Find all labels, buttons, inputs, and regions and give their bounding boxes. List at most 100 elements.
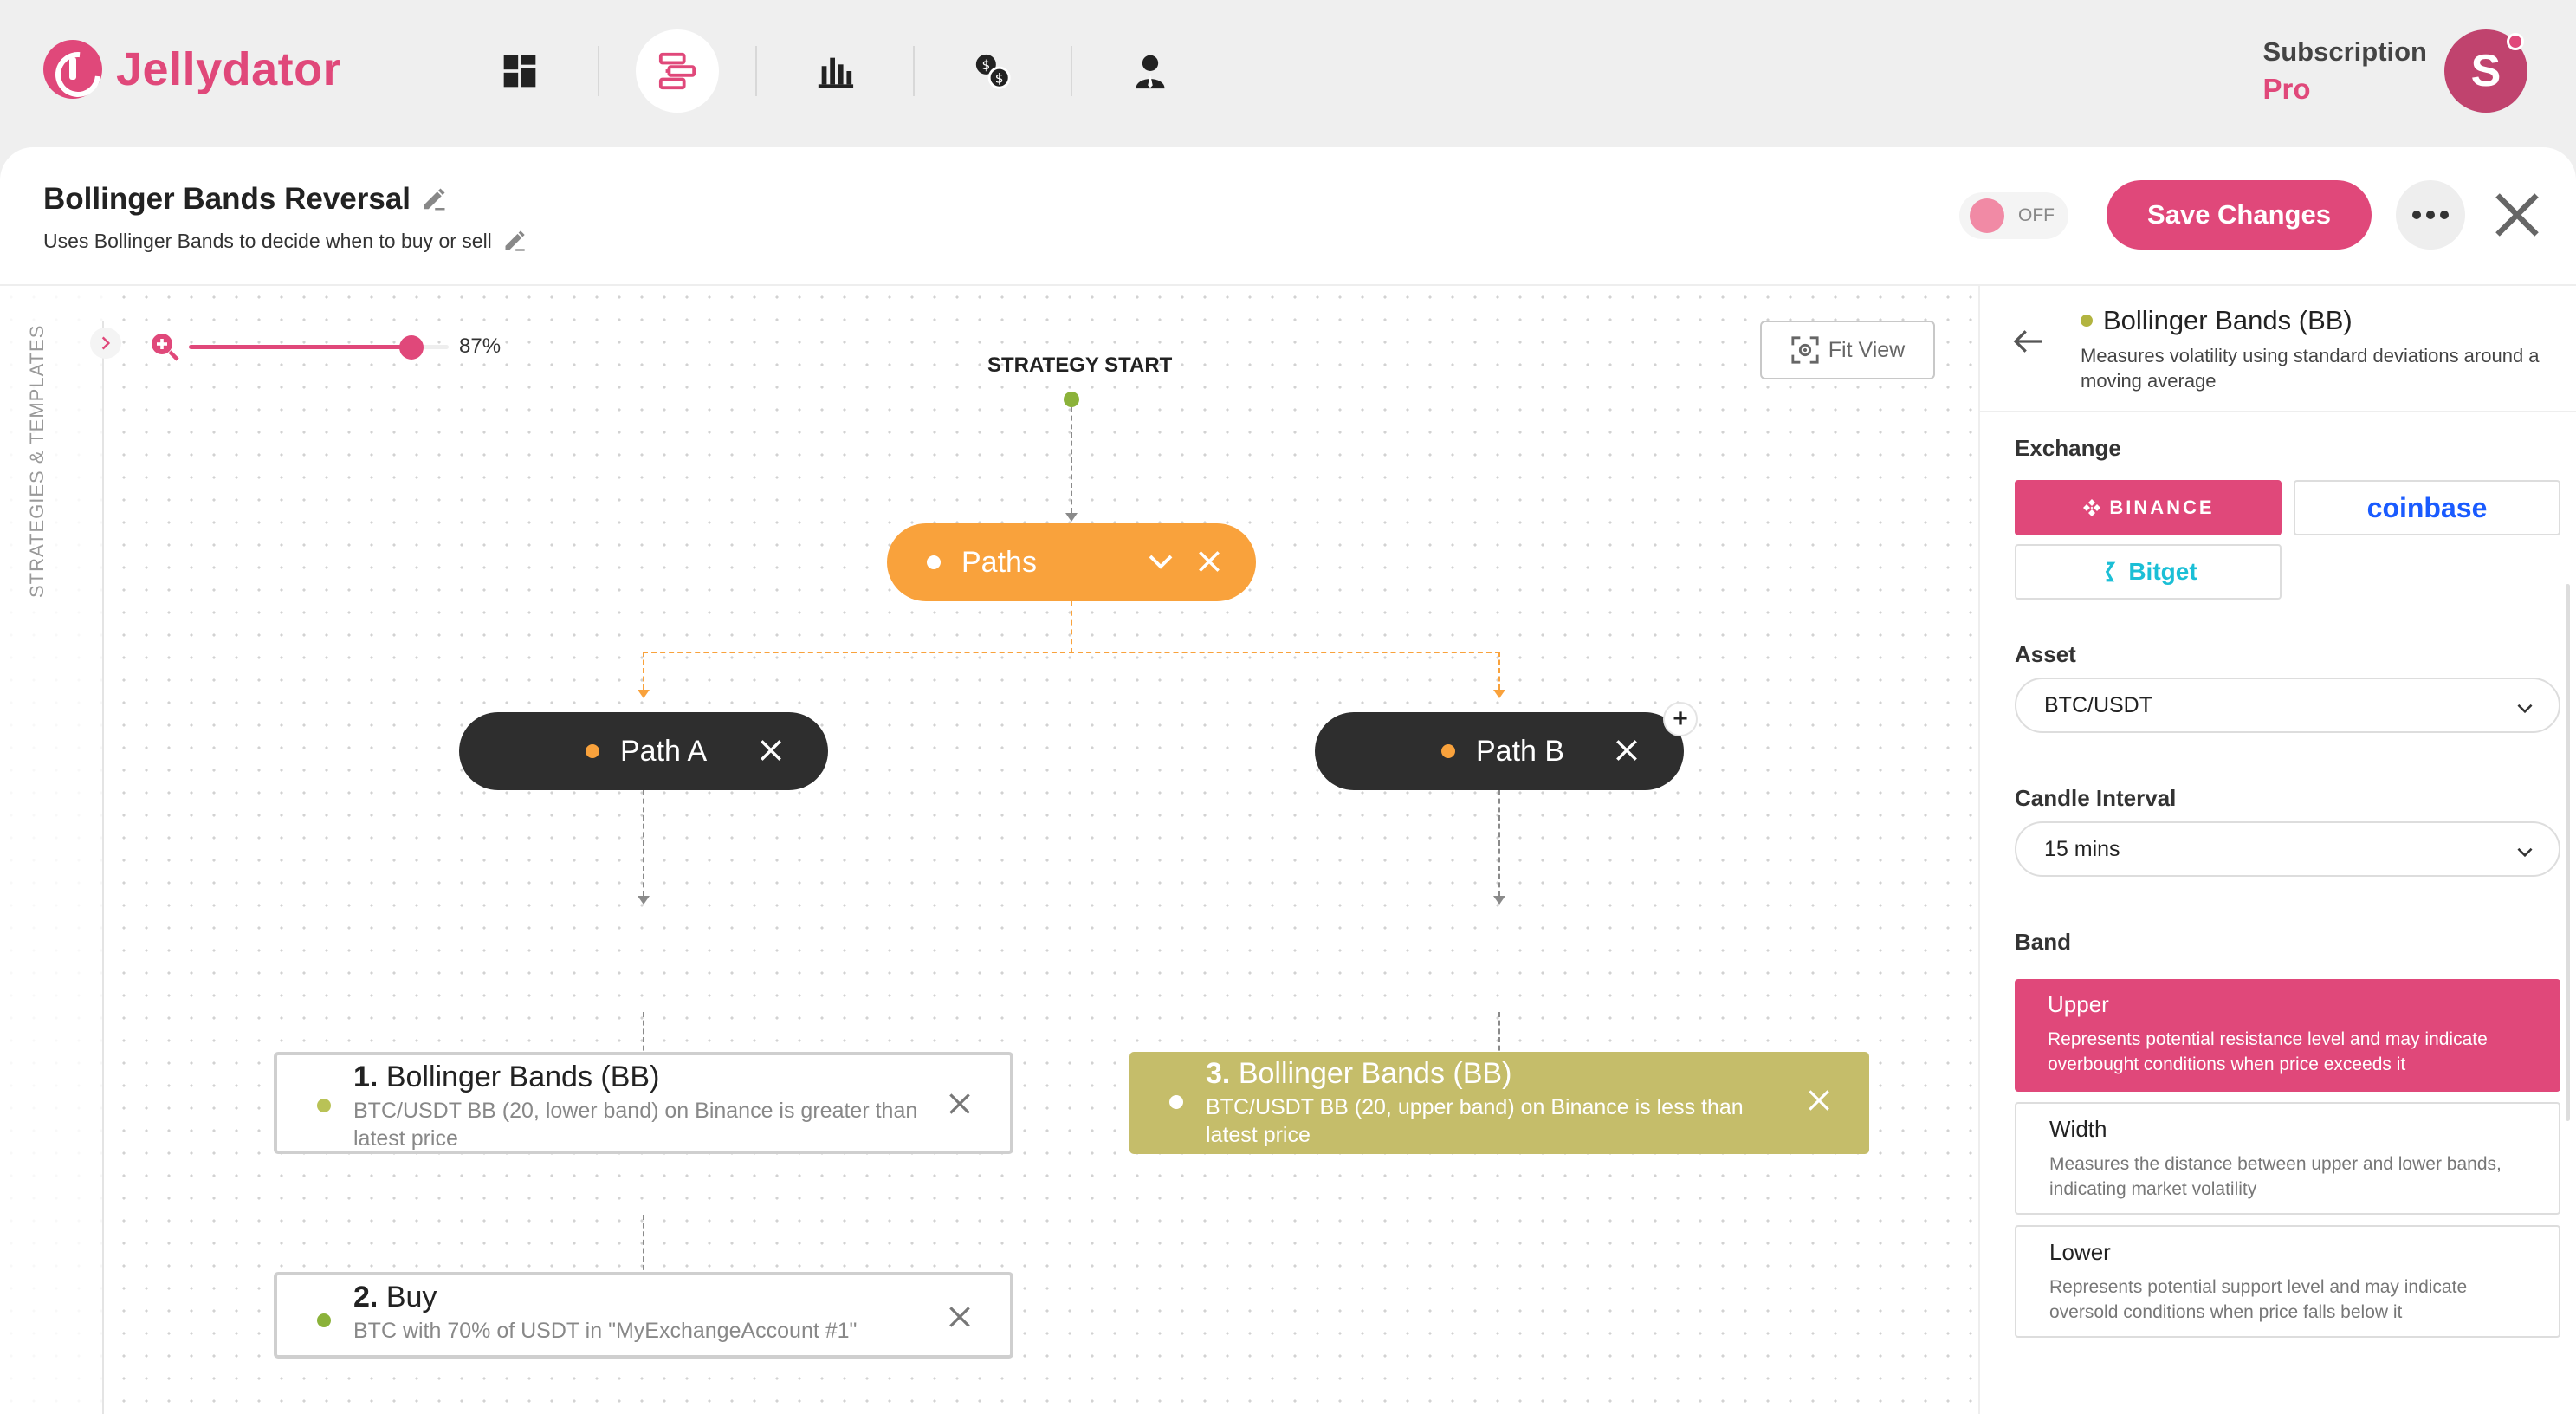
strategy-icon bbox=[658, 52, 696, 90]
zoom-slider[interactable] bbox=[189, 334, 449, 360]
avatar[interactable]: S bbox=[2444, 29, 2527, 113]
close-icon[interactable] bbox=[946, 1090, 974, 1118]
band-option-upper[interactable]: Upper Represents potential resistance le… bbox=[2015, 979, 2560, 1092]
user-icon bbox=[1136, 55, 1165, 89]
band-name: Lower bbox=[2049, 1239, 2111, 1265]
toggle-knob bbox=[1970, 198, 2004, 233]
fit-view-label: Fit View bbox=[1828, 337, 1906, 362]
band-option-width[interactable]: Width Measures the distance between uppe… bbox=[2015, 1102, 2560, 1215]
more-dot bbox=[2412, 211, 2421, 219]
node-settings-panel: Bollinger Bands (BB) Measures volatility… bbox=[1978, 286, 2576, 1414]
notification-dot bbox=[2507, 33, 2524, 50]
exchange-name: coinbase bbox=[2366, 491, 2488, 523]
nav-strategies[interactable] bbox=[636, 29, 719, 113]
connector-arrow bbox=[638, 690, 650, 698]
back-arrow-icon[interactable] bbox=[2011, 324, 2046, 359]
scroll-fade bbox=[1980, 1362, 2576, 1414]
strategy-title: Bollinger Bands Reversal bbox=[43, 182, 447, 217]
exchange-option-bitget[interactable]: Bitget bbox=[2015, 544, 2282, 600]
nav-analytics[interactable] bbox=[793, 29, 877, 113]
exchange-icon: $$ bbox=[975, 54, 1011, 89]
main-nav: $$ bbox=[442, 29, 1228, 113]
svg-text:$: $ bbox=[981, 57, 990, 73]
buy-node[interactable]: 2. Buy BTC with 70% of USDT in "MyExchan… bbox=[274, 1272, 1013, 1359]
add-path-button[interactable]: + bbox=[1663, 702, 1698, 736]
bollinger-bands-node-1[interactable]: 1. Bollinger Bands (BB) BTC/USDT BB (20,… bbox=[274, 1052, 1013, 1154]
exchange-option-binance[interactable]: BINANCE bbox=[2015, 480, 2282, 535]
node-heading: 3. Bollinger Bands (BB) bbox=[1206, 1057, 1511, 1091]
more-dot bbox=[2426, 211, 2435, 219]
close-editor-icon[interactable] bbox=[2491, 189, 2543, 241]
chevron-down-icon bbox=[2517, 704, 2533, 714]
zoom-slider-thumb[interactable] bbox=[398, 335, 424, 360]
chevron-down-icon[interactable] bbox=[1145, 546, 1176, 577]
bitget-logo-icon bbox=[2106, 561, 2116, 582]
exchange-option-coinbase[interactable]: coinbase bbox=[2294, 480, 2560, 535]
nav-separator bbox=[598, 46, 599, 96]
node-status-dot bbox=[317, 1099, 331, 1112]
node-status-dot bbox=[317, 1313, 331, 1327]
close-icon[interactable] bbox=[1195, 548, 1223, 575]
close-icon[interactable] bbox=[946, 1303, 974, 1331]
node-bullet bbox=[927, 555, 941, 569]
expand-rail-button[interactable] bbox=[90, 328, 121, 359]
strategy-description-row: Uses Bollinger Bands to decide when to b… bbox=[43, 229, 527, 253]
path-b-label: Path B bbox=[1476, 734, 1565, 768]
chart-bar-icon bbox=[818, 57, 854, 88]
asset-label: Asset bbox=[2015, 641, 2076, 667]
connector-arrow bbox=[1065, 513, 1078, 522]
close-icon[interactable] bbox=[1613, 736, 1641, 764]
connector-arrow bbox=[638, 896, 650, 905]
connector bbox=[1071, 407, 1072, 513]
nav-account[interactable] bbox=[1109, 29, 1192, 113]
chevron-down-icon bbox=[2517, 847, 2533, 858]
templates-rail: STRATEGIES & TEMPLATES bbox=[0, 286, 104, 1414]
subscription-info[interactable]: Subscription Pro bbox=[2263, 36, 2427, 106]
connector bbox=[643, 1215, 644, 1312]
zoom-slider-fill bbox=[189, 345, 411, 349]
connector bbox=[643, 652, 1500, 653]
settings-scrollbar[interactable] bbox=[2566, 584, 2570, 1121]
candle-interval-label: Candle Interval bbox=[2015, 785, 2177, 811]
app-logo[interactable]: Jellydator bbox=[43, 40, 341, 99]
connector bbox=[643, 790, 644, 896]
connector bbox=[1498, 790, 1500, 896]
paths-node-label: Paths bbox=[961, 545, 1037, 579]
fit-view-button[interactable]: Fit View bbox=[1760, 321, 1935, 379]
zoom-in-icon[interactable] bbox=[149, 331, 180, 362]
edit-icon[interactable] bbox=[502, 229, 527, 253]
subscription-plan: Pro bbox=[2262, 73, 2311, 105]
candle-interval-value: 15 mins bbox=[2044, 836, 2120, 861]
path-a-node[interactable]: Path A bbox=[459, 712, 828, 790]
exchange-label: Exchange bbox=[2015, 435, 2121, 461]
band-option-lower[interactable]: Lower Represents potential support level… bbox=[2015, 1225, 2560, 1338]
connector-arrow bbox=[1493, 896, 1505, 905]
avatar-initial: S bbox=[2470, 46, 2502, 96]
close-icon[interactable] bbox=[757, 736, 785, 764]
connector bbox=[1071, 601, 1072, 653]
close-icon[interactable] bbox=[1805, 1086, 1833, 1114]
path-b-node[interactable]: Path B bbox=[1315, 712, 1684, 790]
settings-title-text: Bollinger Bands (BB) bbox=[2103, 305, 2353, 335]
nav-dashboard[interactable] bbox=[478, 29, 561, 113]
strategy-active-toggle[interactable]: OFF bbox=[1959, 192, 2068, 239]
node-title: Bollinger Bands (BB) bbox=[385, 1060, 660, 1093]
bollinger-bands-node-3[interactable]: 3. Bollinger Bands (BB) BTC/USDT BB (20,… bbox=[1129, 1052, 1869, 1154]
asset-select[interactable]: BTC/USDT bbox=[2015, 678, 2560, 733]
strategies-templates-label[interactable]: STRATEGIES & TEMPLATES bbox=[26, 324, 48, 598]
strategy-canvas[interactable]: STRATEGIES & TEMPLATES 87% Fit View STRA… bbox=[0, 286, 1978, 1414]
save-changes-button[interactable]: Save Changes bbox=[2107, 180, 2372, 250]
nav-exchanges[interactable]: $$ bbox=[951, 29, 1034, 113]
exchange-name: BINANCE bbox=[2109, 496, 2215, 518]
candle-interval-select[interactable]: 15 mins bbox=[2015, 821, 2560, 877]
paths-node[interactable]: Paths bbox=[887, 523, 1256, 601]
nav-separator bbox=[755, 46, 757, 96]
edit-icon[interactable] bbox=[421, 186, 447, 212]
app-name: Jellydator bbox=[116, 43, 342, 95]
more-options-button[interactable] bbox=[2396, 180, 2465, 250]
fit-view-icon bbox=[1791, 336, 1819, 364]
settings-description: Measures volatility using standard devia… bbox=[2081, 345, 2540, 392]
start-dot bbox=[1064, 392, 1079, 407]
node-number: 1. bbox=[353, 1060, 379, 1093]
toggle-state-label: OFF bbox=[2018, 205, 2055, 225]
